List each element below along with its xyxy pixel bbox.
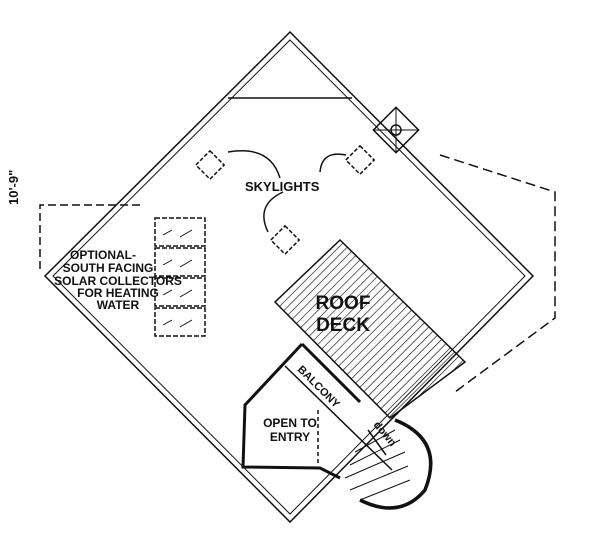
balcony-rail [300,342,362,404]
open-to-entry-label-line: ENTRY [270,430,310,444]
balcony-wall [241,342,341,480]
roof-inner-outline [52,39,526,515]
dashed-overhang-right [439,154,556,393]
solar-label: OPTIONAL- SOUTH FACING SOLAR COLLECTORS … [54,248,182,312]
solar-collectors [154,217,206,337]
chimney [372,106,420,154]
roof-deck [273,238,467,419]
solar-label-line: SOUTH FACING [63,261,154,275]
arrow-icon [319,153,347,173]
solar-label-line: SOLAR COLLECTORS [54,274,182,288]
dashed-overhang-left [39,204,140,272]
arrow-icon [227,150,281,179]
roof-deck-label-line: ROOF [316,293,371,314]
open-to-entry-label: OPEN TO ENTRY [263,416,317,444]
skylight [194,149,226,181]
stair-treads [344,429,411,501]
solar-label-line: OPTIONAL- [70,248,136,262]
dimension-label: 10'-9" [6,170,21,205]
roof-deck-label: ROOF DECK [316,293,371,336]
skylights-label: SKYLIGHTS [245,179,320,194]
solar-label-line: WATER [97,298,140,312]
solar-label-line: FOR HEATING [77,286,159,300]
down-label: down [371,419,399,449]
skylight [269,224,301,256]
down-arrow-icon [367,429,387,456]
arrow-icon [263,191,284,233]
open-to-entry-label-line: OPEN TO [263,416,317,430]
roof-deck-label-line: DECK [316,315,370,336]
balcony-label: BALCONY [295,364,342,411]
skylight [344,144,376,176]
spiral-stair [359,418,433,510]
roof-outline [43,30,535,524]
